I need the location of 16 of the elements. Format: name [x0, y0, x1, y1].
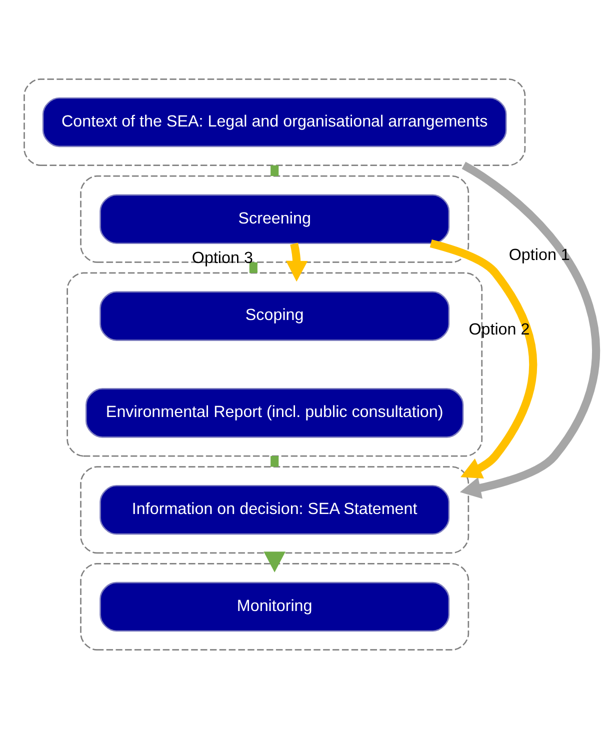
node-box: Monitoring — [100, 582, 450, 632]
arrow — [430, 240, 538, 478]
node-box: Environmental Report (incl. public consultation) — [85, 388, 464, 438]
connector — [270, 456, 279, 467]
node-box: Information on decision: SEA Statement — [100, 484, 450, 535]
connector — [270, 165, 279, 176]
edge-label: Option 3 — [192, 249, 253, 268]
node-box: Context of the SEA: Legal and organisational arrangements — [42, 97, 507, 148]
cluster — [80, 563, 470, 651]
edge-label: Option 1 — [508, 246, 570, 264]
connector — [249, 262, 258, 274]
node-box: Scoping — [100, 291, 450, 341]
cluster — [80, 466, 470, 554]
node-box: Screening — [100, 194, 450, 244]
cluster — [24, 78, 526, 166]
arrow — [286, 242, 308, 282]
